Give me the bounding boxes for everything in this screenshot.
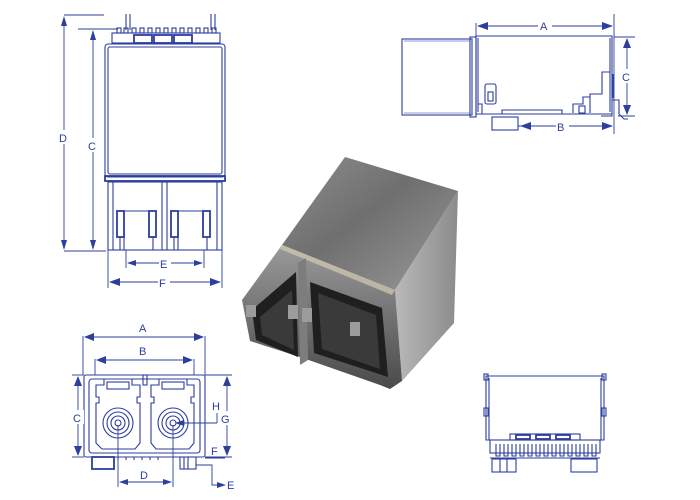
dim-label-b-face: B	[139, 346, 146, 358]
dim-label-c-face: C	[73, 413, 81, 425]
dim-label-a-face: A	[139, 323, 147, 335]
dim-label-e-face: E	[227, 480, 234, 492]
dim-label-c-side: C	[622, 72, 630, 84]
dim-label-c: C	[88, 141, 96, 153]
dim-label-f-face: F	[211, 446, 218, 458]
dim-label-a: A	[540, 21, 548, 33]
port-face-svg: A B	[72, 323, 234, 492]
dim-label-d-face: D	[140, 470, 148, 482]
top-view-drawing: D C	[50, 0, 250, 300]
dim-label-b-side: B	[557, 122, 564, 134]
port-face-drawing: A B	[60, 315, 250, 500]
dim-label-e: E	[160, 259, 167, 271]
side-view-drawing: A C B	[390, 0, 650, 160]
rear-view-drawing	[470, 360, 620, 480]
dim-label-g-face: G	[221, 414, 230, 426]
dim-label-d: D	[59, 133, 67, 145]
transceiver-photo-svg	[242, 157, 458, 389]
top-pins	[116, 14, 217, 34]
rear-view-svg	[483, 373, 607, 473]
product-photo	[230, 145, 470, 395]
rear-pins	[495, 444, 597, 457]
dim-label-f: F	[159, 278, 166, 290]
side-view-svg: A C B	[401, 14, 635, 134]
dim-label-h-face: H	[212, 401, 220, 413]
top-view-svg: D C	[58, 14, 226, 290]
